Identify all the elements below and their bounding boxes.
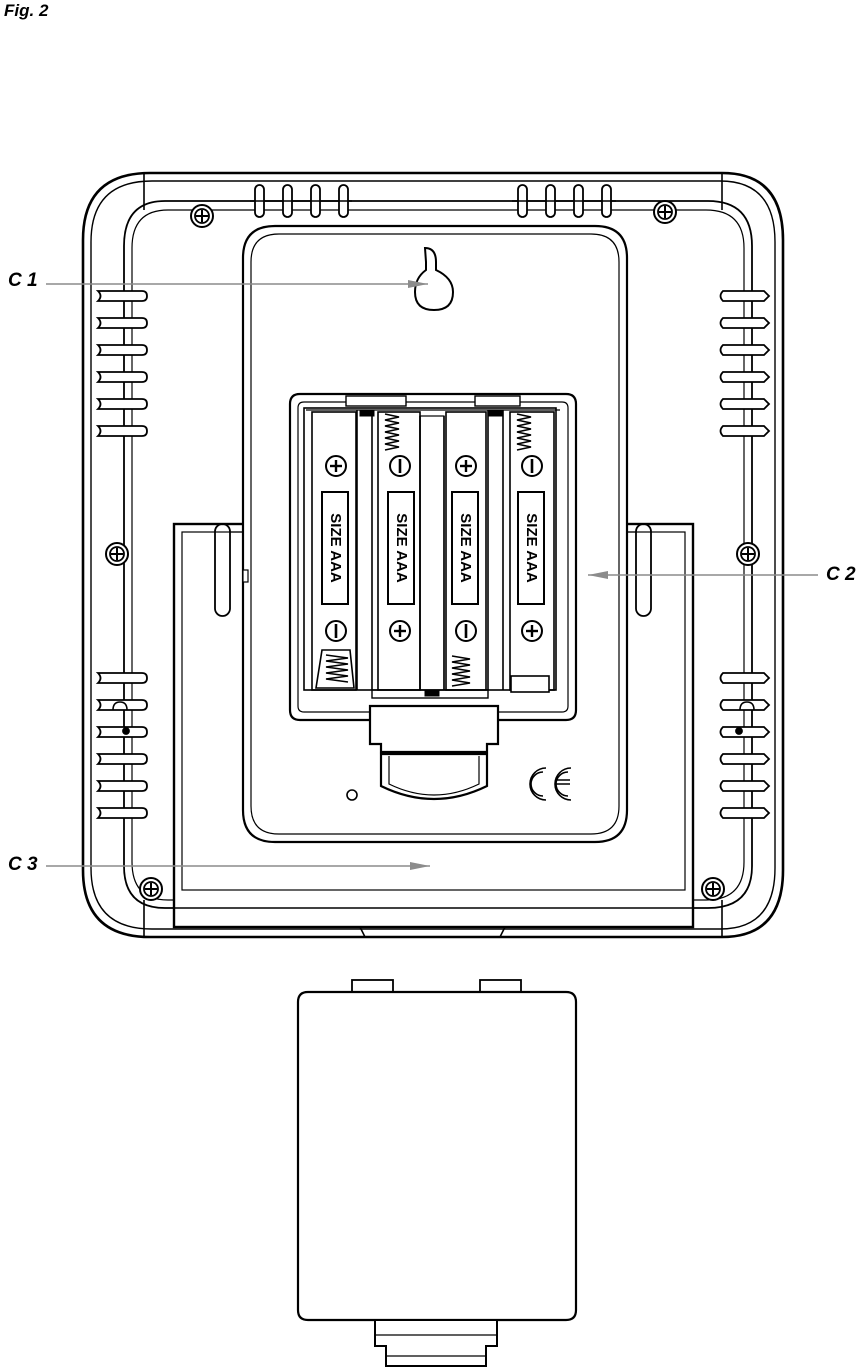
battery-3-label: SIZE AAA bbox=[457, 513, 474, 583]
plus-icon bbox=[390, 621, 410, 641]
minus-icon bbox=[390, 456, 410, 476]
minus-icon bbox=[522, 456, 542, 476]
plus-icon bbox=[522, 621, 542, 641]
battery-1-label: SIZE AAA bbox=[327, 513, 344, 583]
minus-icon bbox=[456, 621, 476, 641]
battery-cover bbox=[298, 980, 576, 1366]
plus-icon bbox=[456, 456, 476, 476]
plus-icon bbox=[326, 456, 346, 476]
battery-2-label: SIZE AAA bbox=[393, 513, 410, 583]
minus-icon bbox=[326, 621, 346, 641]
battery-4-label: SIZE AAA bbox=[523, 513, 540, 583]
